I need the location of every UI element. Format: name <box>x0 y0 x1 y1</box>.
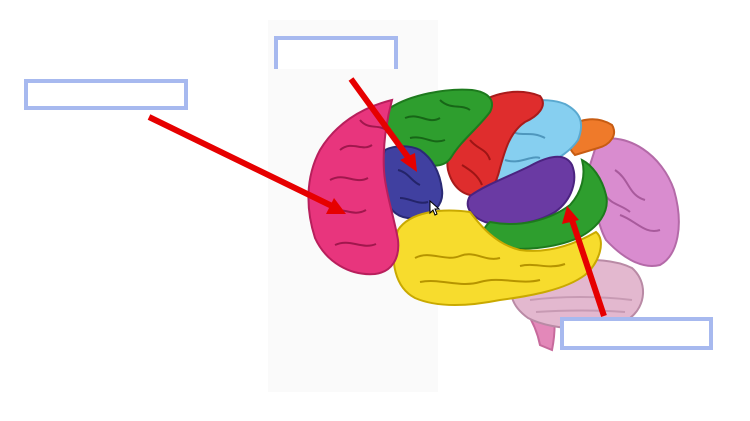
label-box-left[interactable] <box>24 79 188 110</box>
label-box-right[interactable] <box>560 317 713 350</box>
label-box-top[interactable] <box>274 36 398 69</box>
cursor-arrow-icon <box>429 200 441 216</box>
